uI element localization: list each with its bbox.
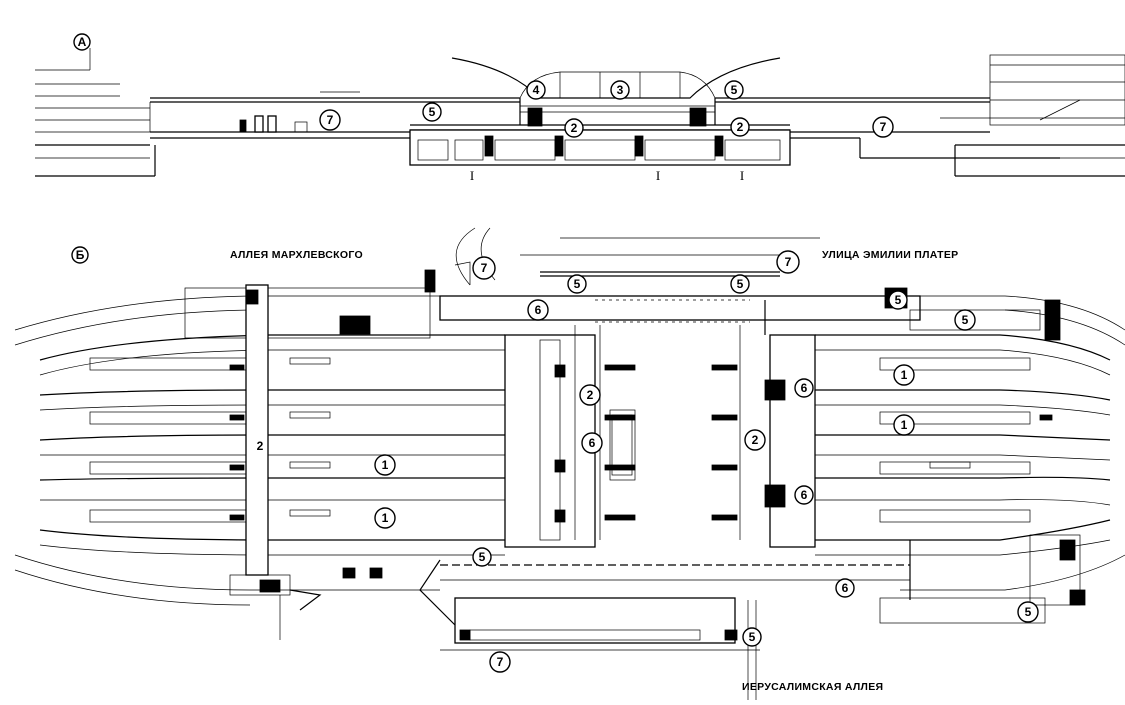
svg-text:7: 7 xyxy=(880,120,887,134)
plan-marker: 1 xyxy=(893,414,915,436)
svg-text:5: 5 xyxy=(1025,605,1032,619)
plan-view-label-circle xyxy=(71,246,89,264)
svg-text:6: 6 xyxy=(589,436,596,450)
plan-marker: 7 xyxy=(776,250,800,274)
section-view-label-circle xyxy=(73,33,91,51)
svg-text:2: 2 xyxy=(257,439,264,453)
svg-text:6: 6 xyxy=(801,381,808,395)
plan-marker: 1 xyxy=(374,507,396,529)
section-platform-label: I xyxy=(740,168,744,183)
section-marker: 3 xyxy=(610,80,630,100)
plan-marker: 1 xyxy=(893,364,915,386)
plan-marker: 6 xyxy=(794,485,814,505)
plan-marker: 6 xyxy=(527,299,549,321)
svg-text:5: 5 xyxy=(737,277,744,291)
svg-text:5: 5 xyxy=(429,105,436,119)
plan-marker: 5 xyxy=(954,309,976,331)
plan-marker: 6 xyxy=(794,378,814,398)
section-platform-label: I xyxy=(470,168,474,183)
svg-text:1: 1 xyxy=(901,368,908,382)
section-marker: 2 xyxy=(730,117,750,137)
svg-text:1: 1 xyxy=(382,458,389,472)
svg-text:5: 5 xyxy=(962,313,969,327)
street-label-south: ИЕРУСАЛИМСКАЯ АЛЛЕЯ xyxy=(742,681,883,693)
plan-view: Б АЛЛЕЯ МАРХЛЕВСКОГО УЛИЦА ЭМИЛИИ ПЛАТЕР… xyxy=(14,227,1125,700)
section-marker: 7 xyxy=(319,109,341,131)
svg-text:1: 1 xyxy=(901,418,908,432)
plan-marker: 2 xyxy=(579,384,601,406)
plan-marker: 2 xyxy=(744,429,766,451)
plan-marker: 7 xyxy=(472,256,496,280)
section-marker: 7 xyxy=(872,116,894,138)
svg-text:6: 6 xyxy=(801,488,808,502)
plan-marker: 5 xyxy=(472,547,492,567)
street-label-north-east: УЛИЦА ЭМИЛИИ ПЛАТЕР xyxy=(822,249,958,261)
stair-marks xyxy=(229,364,1053,521)
plan-marker: 1 xyxy=(374,454,396,476)
section-view: А xyxy=(35,33,1125,183)
svg-text:2: 2 xyxy=(587,388,594,402)
plan-marker: 6 xyxy=(835,578,855,598)
svg-text:7: 7 xyxy=(497,655,504,669)
plan-marker: 5 xyxy=(742,627,762,647)
section-platform-label: I xyxy=(656,168,660,183)
svg-text:6: 6 xyxy=(535,303,542,317)
svg-text:2: 2 xyxy=(752,433,759,447)
svg-text:5: 5 xyxy=(749,630,756,644)
svg-text:2: 2 xyxy=(571,121,578,135)
svg-text:5: 5 xyxy=(479,550,486,564)
section-marker: 5 xyxy=(422,102,442,122)
section-marker: 5 xyxy=(724,80,744,100)
svg-text:7: 7 xyxy=(327,113,334,127)
svg-text:5: 5 xyxy=(895,293,902,307)
svg-text:7: 7 xyxy=(481,261,488,275)
svg-text:4: 4 xyxy=(533,83,540,97)
plan-marker: 5 xyxy=(567,274,587,294)
plan-marker: 6 xyxy=(581,432,603,454)
section-view-label: А xyxy=(78,35,87,49)
plan-marker: 5 xyxy=(730,274,750,294)
plan-marker: 5 xyxy=(1017,601,1039,623)
section-marker: 2 xyxy=(564,118,584,138)
plan-marker: 2 xyxy=(257,439,264,453)
track-group-right xyxy=(815,334,1111,556)
plan-marker: 7 xyxy=(489,651,511,673)
svg-text:2: 2 xyxy=(737,120,744,134)
svg-text:5: 5 xyxy=(574,277,581,291)
svg-text:1: 1 xyxy=(382,511,389,525)
section-marker: 4 xyxy=(526,80,546,100)
svg-text:7: 7 xyxy=(785,255,792,269)
street-label-north-west: АЛЛЕЯ МАРХЛЕВСКОГО xyxy=(230,249,363,261)
svg-text:5: 5 xyxy=(731,83,738,97)
plan-view-label: Б xyxy=(76,248,85,262)
svg-text:3: 3 xyxy=(617,83,624,97)
svg-text:6: 6 xyxy=(842,581,849,595)
plan-marker: 5 xyxy=(888,290,908,310)
